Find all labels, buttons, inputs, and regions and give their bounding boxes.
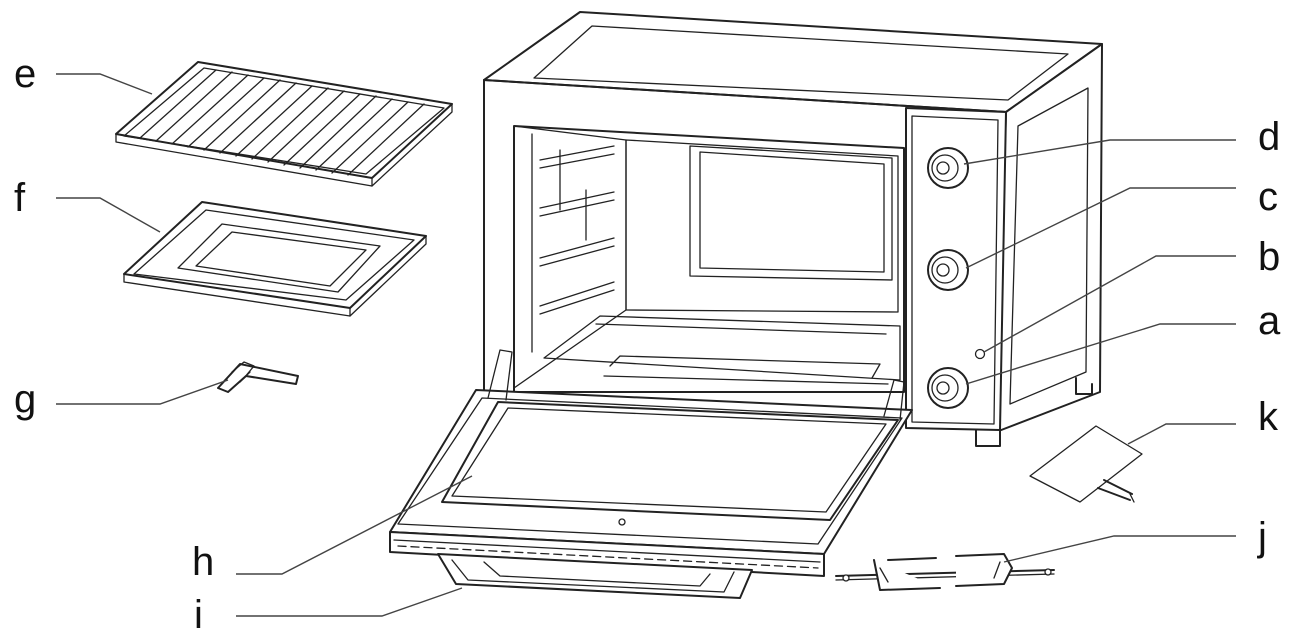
label-f: f [14, 176, 26, 220]
knob-c[interactable] [927, 249, 969, 291]
baking-tray-f [123, 201, 427, 317]
oven-door-h[interactable] [389, 349, 913, 577]
label-b: b [1258, 235, 1280, 279]
label-h: h [192, 540, 214, 584]
label-c: c [1258, 175, 1278, 219]
label-j: j [1257, 515, 1267, 559]
rotisserie-spit-j [835, 553, 1055, 591]
label-e: e [14, 52, 36, 96]
oven-body [483, 11, 1103, 447]
label-g: g [14, 377, 36, 421]
indicator-light-b [974, 348, 986, 360]
rotisserie-fork-k [1029, 425, 1143, 503]
label-i: i [194, 593, 203, 632]
door-handle-i[interactable] [437, 553, 753, 599]
label-a: a [1258, 299, 1281, 343]
part-labels: e f g h i d c b a k j [14, 52, 1281, 632]
label-k: k [1258, 395, 1279, 439]
leader-lines [56, 73, 1236, 617]
tray-handle-g [217, 361, 299, 393]
oven-cavity [513, 125, 905, 393]
wire-rack-e [115, 61, 453, 187]
knob-d[interactable] [927, 147, 969, 189]
label-d: d [1258, 115, 1280, 159]
knob-a[interactable] [927, 367, 969, 409]
